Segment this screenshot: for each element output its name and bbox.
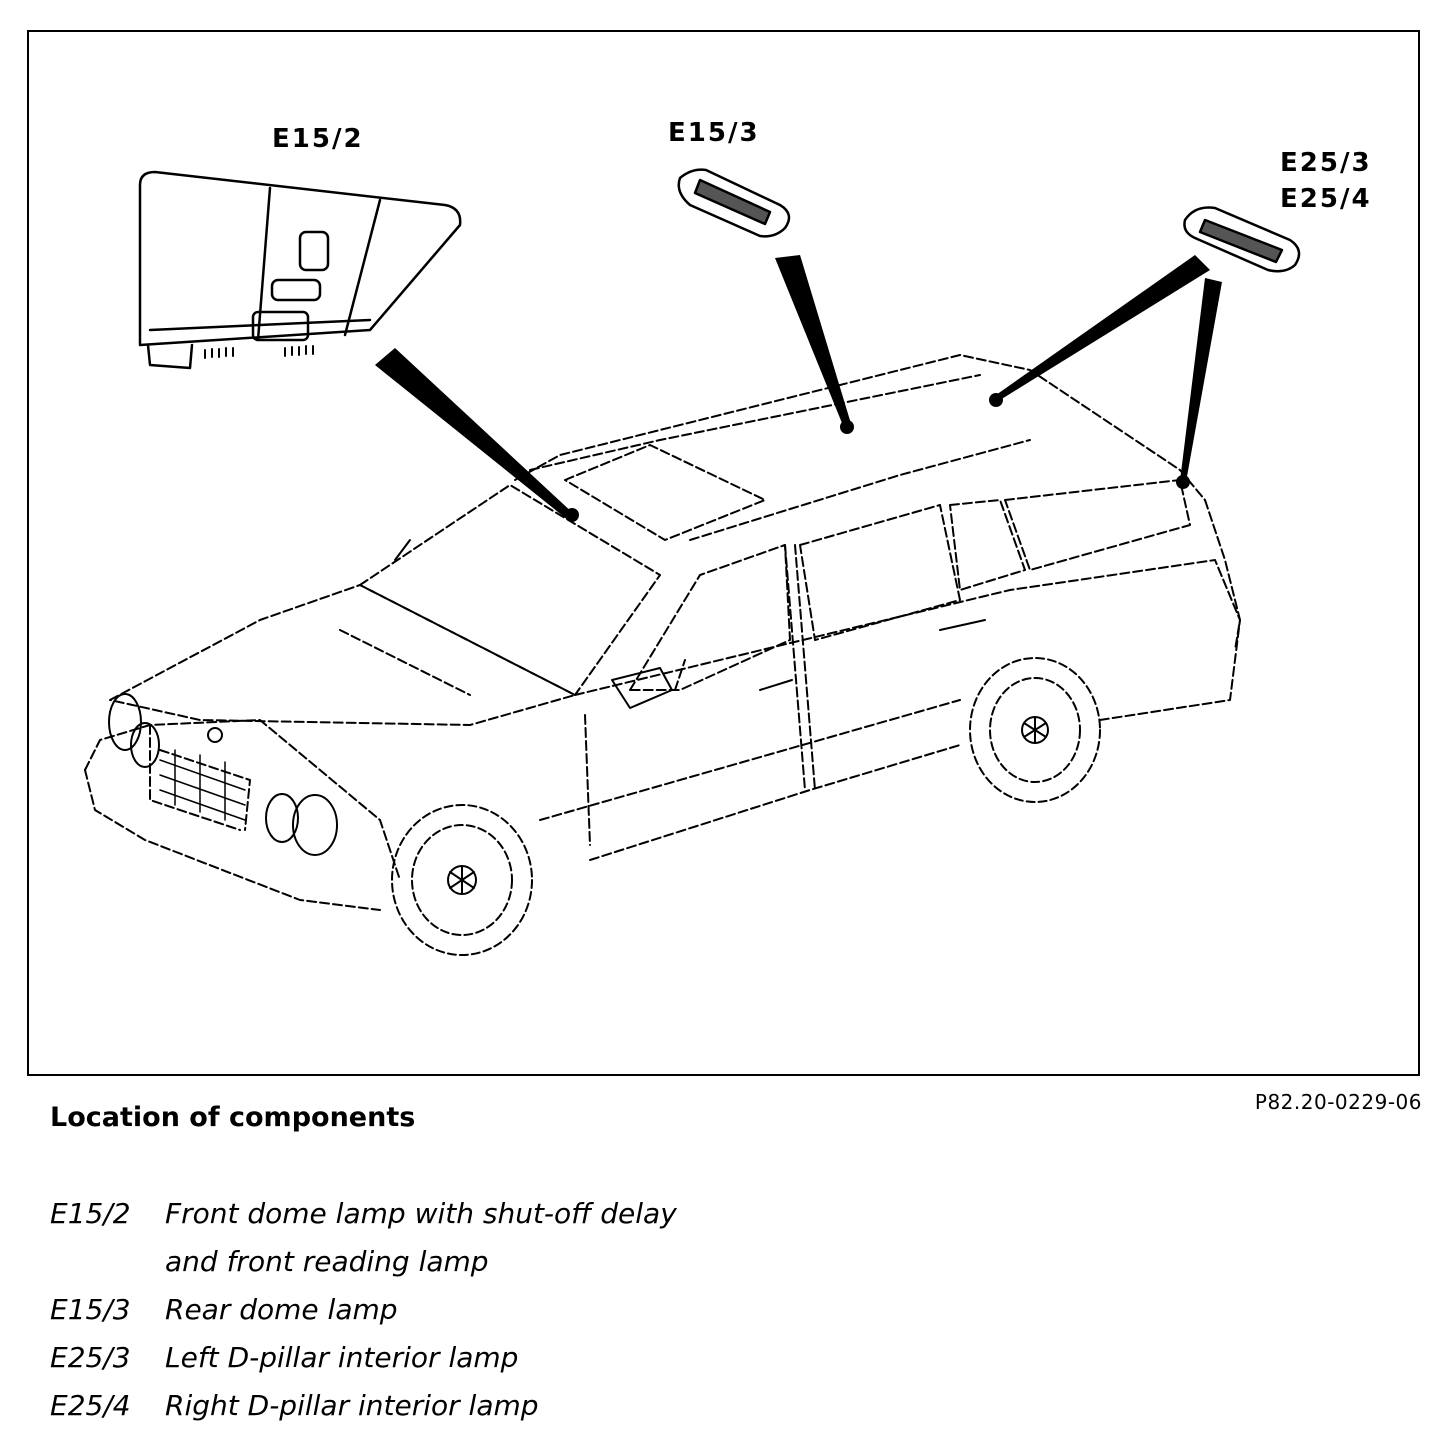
rear-dome-lamp-inset xyxy=(677,168,791,238)
location-dots xyxy=(565,393,1190,522)
legend-item: E15/2 Front dome lamp with shut-off dela… xyxy=(50,1190,685,1286)
headlights xyxy=(108,693,338,856)
legend: E15/2 Front dome lamp with shut-off dela… xyxy=(50,1190,685,1430)
callout-e25-4: E25/4 xyxy=(1280,184,1372,214)
legend-description: Rear dome lamp xyxy=(165,1293,398,1326)
rear-wheel xyxy=(969,657,1101,803)
front-dome-lamp-inset xyxy=(138,170,462,370)
antenna xyxy=(394,539,411,561)
legend-description: Left D-pillar interior lamp xyxy=(165,1341,519,1374)
callout-e15-2: E15/2 xyxy=(272,124,364,154)
legend-code: E25/3 xyxy=(50,1341,131,1374)
dome-lamp-vents xyxy=(204,345,314,359)
leader-lines xyxy=(375,255,1222,520)
legend-code: E25/4 xyxy=(50,1389,131,1422)
front-wheel xyxy=(391,804,533,956)
diagram-frame xyxy=(27,30,1420,1076)
side-mirror xyxy=(611,667,673,709)
legend-item: E15/3 Rear dome lamp xyxy=(50,1286,685,1334)
station-wagon-drawing xyxy=(84,354,1241,911)
legend-description: Right D-pillar interior lamp xyxy=(165,1389,539,1422)
legend-item: E25/3 Left D-pillar interior lamp xyxy=(50,1334,685,1382)
callout-e25-3: E25/3 xyxy=(1280,148,1372,178)
legend-code: E15/3 xyxy=(50,1293,131,1326)
grille xyxy=(159,749,246,821)
legend-description: Front dome lamp with shut-off delay and … xyxy=(165,1197,677,1278)
d-pillar-lamp-inset xyxy=(1183,206,1301,273)
callout-e15-3: E15/3 xyxy=(668,118,760,148)
figure-reference-code: P82.20-0229-06 xyxy=(1254,1090,1422,1114)
legend-code: E15/2 xyxy=(50,1197,131,1230)
door-handles xyxy=(759,619,986,691)
legend-item: E25/4 Right D-pillar interior lamp xyxy=(50,1382,685,1430)
figure-caption: Location of components xyxy=(50,1102,416,1133)
